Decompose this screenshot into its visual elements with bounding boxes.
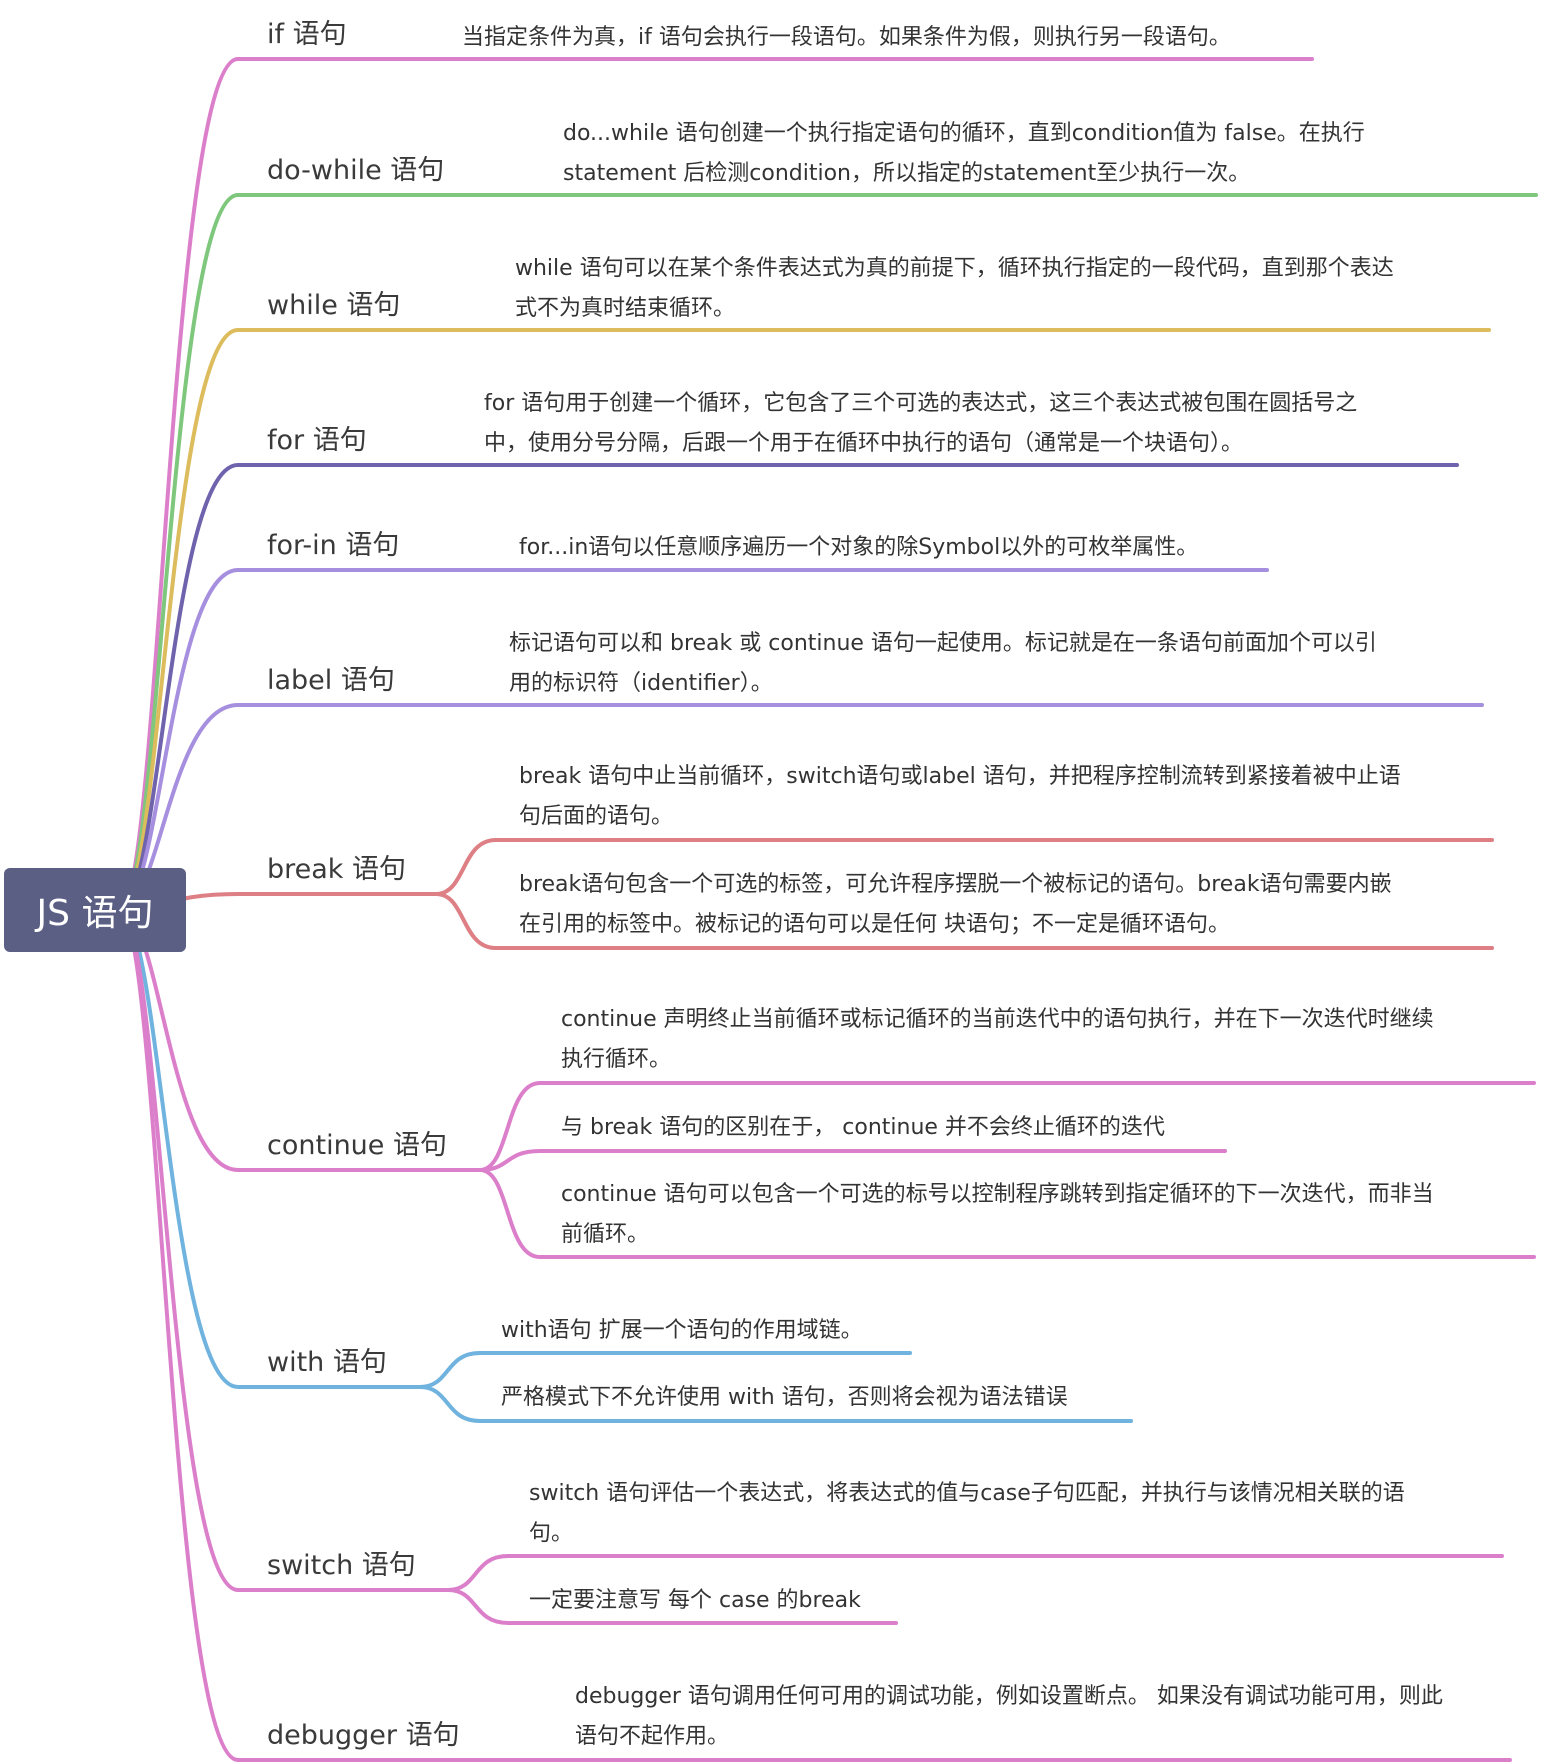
branch-label-label[interactable]: label 语句	[267, 665, 395, 696]
leaf-text-with-0: with语句 扩展一个语句的作用域链。	[501, 1318, 863, 1343]
leaf-line-switch-1	[446, 1588, 898, 1625]
leaf-text-if-0: 当指定条件为真，if 语句会执行一段语句。如果条件为假，则执行另一段语句。	[462, 25, 1231, 50]
leaf-line-switch-0	[446, 1554, 1504, 1592]
leaf-text-do-while-0: do...while 语句创建一个执行指定语句的循环，直到condition值为…	[563, 121, 1365, 186]
leaf-line-with-1	[418, 1385, 1133, 1423]
leaf-line-continue-1	[478, 1149, 1227, 1172]
leaf-line-break-0	[434, 838, 1494, 896]
leaf-text-switch-1: 一定要注意写 每个 case 的break	[529, 1588, 861, 1613]
branch-label-for[interactable]: for 语句	[267, 425, 367, 456]
leaf-text-continue-2: continue 语句可以包含一个可选的标号以控制程序跳转到指定循环的下一次迭代…	[561, 1182, 1434, 1247]
leaf-line-continue-0	[478, 1081, 1536, 1172]
branch-label-continue[interactable]: continue 语句	[267, 1130, 447, 1161]
leaf-text-debugger-0: debugger 语句调用任何可用的调试功能，例如设置断点。 如果没有调试功能可…	[575, 1684, 1443, 1749]
leaf-text-label-0: 标记语句可以和 break 或 continue 语句一起使用。标记就是在一条语…	[509, 631, 1377, 696]
branch-label-do-while[interactable]: do-while 语句	[267, 155, 445, 186]
branch-label-switch[interactable]: switch 语句	[267, 1550, 416, 1581]
leaf-text-break-1: break语句包含一个可选的标签，可允许程序摆脱一个被标记的语句。break语句…	[519, 872, 1392, 937]
root-node[interactable]: JS 语句	[4, 868, 186, 952]
leaf-line-with-0	[418, 1351, 912, 1389]
branch-label-if[interactable]: if 语句	[267, 19, 347, 50]
leaf-text-with-1: 严格模式下不允许使用 with 语句，否则将会视为语法错误	[501, 1385, 1068, 1410]
leaf-text-for-in-0: for...in语句以任意顺序遍历一个对象的除Symbol以外的可枚举属性。	[519, 535, 1199, 560]
branch-line-switch	[118, 908, 450, 1592]
leaf-line-break-1	[434, 892, 1494, 950]
branch-label-with[interactable]: with 语句	[267, 1347, 387, 1378]
leaf-text-break-0: break 语句中止当前循环，switch语句或label 语句，并把程序控制流…	[519, 764, 1401, 829]
root-label: JS 语句	[36, 893, 154, 934]
branch-label-while[interactable]: while 语句	[267, 290, 401, 321]
leaf-text-for-0: for 语句用于创建一个循环，它包含了三个可选的表达式，这三个表达式被包围在圆括…	[484, 391, 1358, 456]
leaf-text-continue-1: 与 break 语句的区别在于， continue 并不会终止循环的迭代	[561, 1115, 1165, 1140]
branch-label-break[interactable]: break 语句	[267, 854, 407, 885]
branch-label-debugger[interactable]: debugger 语句	[267, 1720, 460, 1751]
leaf-text-continue-0: continue 声明终止当前循环或标记循环的当前迭代中的语句执行，并在下一次迭…	[561, 1007, 1434, 1072]
leaf-line-continue-2	[478, 1168, 1536, 1259]
leaf-text-while-0: while 语句可以在某个条件表达式为真的前提下，循环执行指定的一段代码，直到那…	[515, 256, 1394, 321]
leaf-text-switch-0: switch 语句评估一个表达式，将表达式的值与case子句匹配，并执行与该情况…	[529, 1481, 1405, 1546]
branch-label-for-in[interactable]: for-in 语句	[267, 530, 400, 561]
branch-line-debugger	[118, 908, 1512, 1762]
